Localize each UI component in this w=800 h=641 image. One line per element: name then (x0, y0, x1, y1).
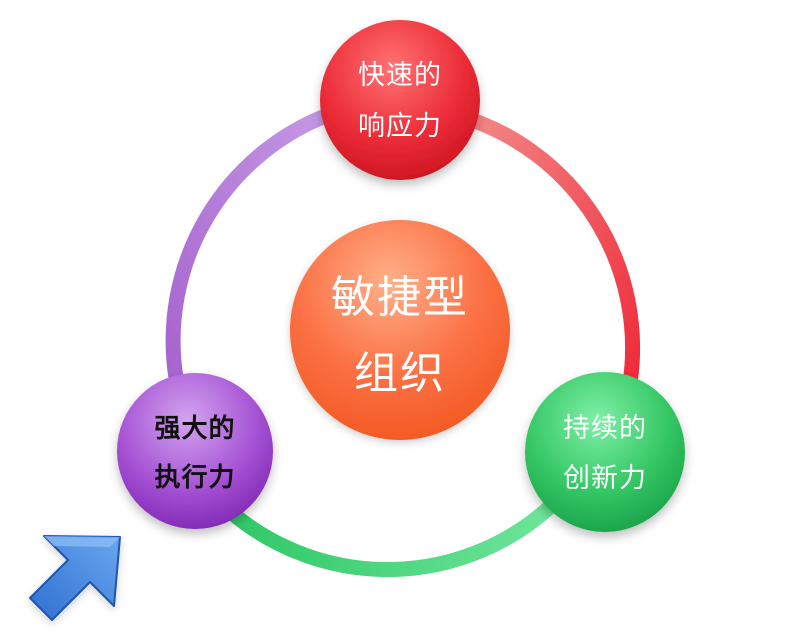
node-right-label-line2: 创新力 (563, 463, 647, 494)
center-node (290, 220, 510, 440)
node-top (320, 20, 480, 180)
node-top-label-line1: 快速的 (358, 60, 442, 91)
node-right (525, 372, 685, 532)
node-left-label-line1: 强大的 (154, 413, 235, 444)
node-top-label-line2: 响应力 (358, 111, 442, 142)
node-left (117, 373, 273, 529)
center-title-line2: 组织 (354, 348, 446, 399)
center-title-line1: 敏捷型 (331, 272, 469, 323)
node-right-label-line1: 持续的 (563, 413, 647, 444)
blue-diagonal-arrow-icon (29, 535, 121, 621)
arc-top-to-right (452, 108, 641, 391)
node-left-label-line2: 执行力 (154, 462, 235, 493)
arc-right-to-left (224, 497, 560, 578)
arc-left-to-top (165, 104, 344, 386)
